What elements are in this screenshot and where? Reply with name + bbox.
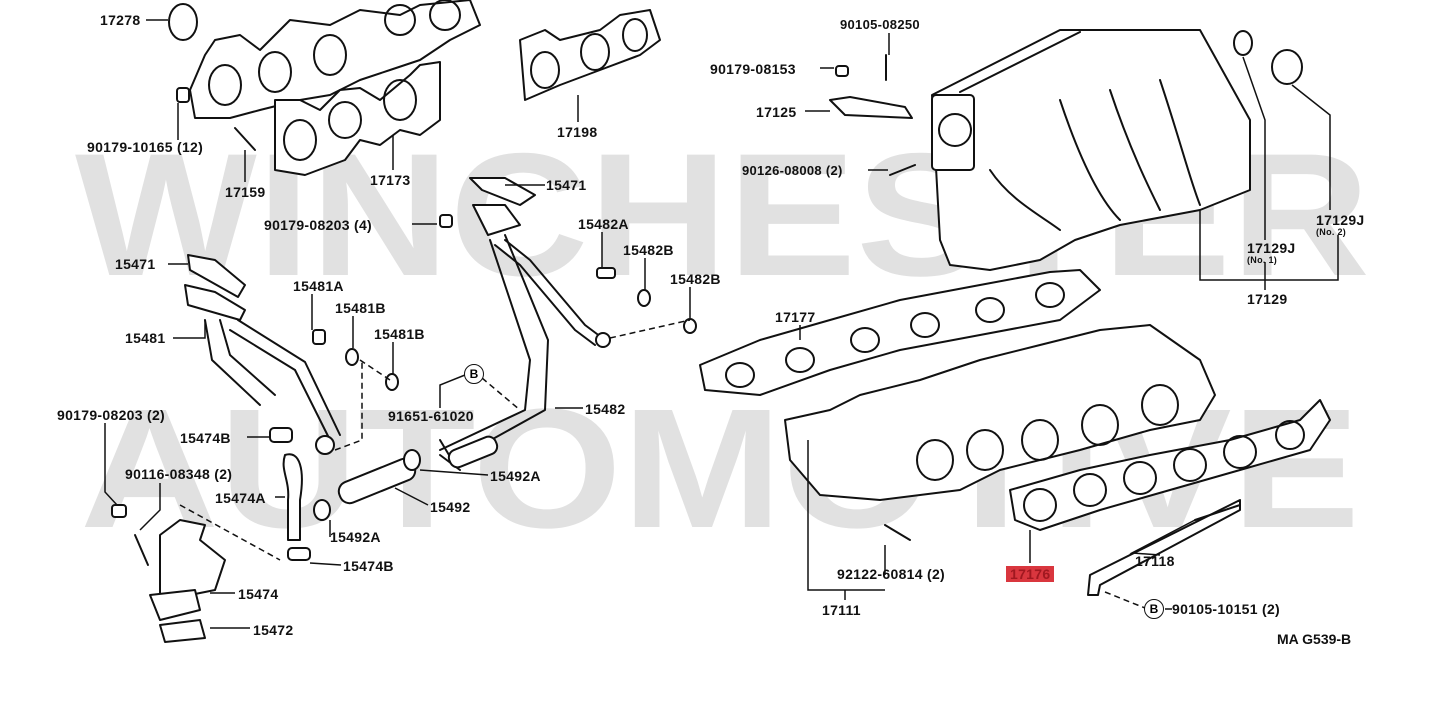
part-label-15482B-1[interactable]: 15482B bbox=[623, 242, 674, 258]
manifold-stay-17118 bbox=[1087, 499, 1241, 609]
exhaust-manifold bbox=[168, 0, 481, 119]
part-label-15474[interactable]: 15474 bbox=[238, 586, 279, 602]
part-label-90126-08008[interactable]: 90126-08008 (2) bbox=[742, 163, 843, 178]
part-label-15472[interactable]: 15472 bbox=[253, 622, 294, 638]
part-number: 17129J bbox=[1247, 240, 1296, 256]
part-label-17118[interactable]: 17118 bbox=[1135, 553, 1175, 569]
part-label-15474A[interactable]: 15474A bbox=[215, 490, 266, 506]
part-label-90105-08250[interactable]: 90105-08250 bbox=[840, 17, 920, 32]
part-label-90105-10151[interactable]: 90105-10151 (2) bbox=[1172, 601, 1281, 617]
intake-manifold-17111 bbox=[784, 324, 1216, 501]
pipe-15481 bbox=[184, 254, 399, 455]
part-label-15481B-1[interactable]: 15481B bbox=[335, 300, 386, 316]
part-label-15492A-1[interactable]: 15492A bbox=[490, 468, 541, 484]
egr-pipe-15482 bbox=[439, 177, 697, 471]
reference-marker-b: B bbox=[1144, 599, 1164, 619]
leader-lines bbox=[104, 19, 1339, 629]
part-label-17177[interactable]: 17177 bbox=[775, 309, 816, 325]
part-label-15482[interactable]: 15482 bbox=[585, 401, 626, 417]
part-label-17173[interactable]: 17173 bbox=[370, 172, 411, 188]
part-label-17129[interactable]: 17129 bbox=[1247, 291, 1288, 307]
intake-plenum bbox=[829, 29, 1303, 271]
part-qualifier: (No. 1) bbox=[1247, 255, 1278, 265]
exhaust-gasket-17173 bbox=[274, 61, 441, 176]
reference-marker-b: B bbox=[464, 364, 484, 384]
part-label-17111[interactable]: 17111 bbox=[822, 602, 861, 618]
part-label-17129J-no1[interactable]: 17129J(No. 1) bbox=[1247, 240, 1296, 265]
part-label-17129J-no2[interactable]: 17129J(No. 2) bbox=[1316, 212, 1365, 237]
intake-gasket-17176 bbox=[1009, 399, 1331, 531]
part-label-91651-61020[interactable]: 91651-61020 bbox=[388, 408, 474, 424]
hoses bbox=[111, 427, 499, 643]
diagram-code: MA G539-B bbox=[1277, 631, 1352, 647]
part-label-15482B-2[interactable]: 15482B bbox=[670, 271, 721, 287]
part-label-15481[interactable]: 15481 bbox=[125, 330, 166, 346]
part-label-15481A[interactable]: 15481A bbox=[293, 278, 344, 294]
exhaust-gasket-17198 bbox=[519, 9, 661, 101]
part-qualifier: (No. 2) bbox=[1316, 227, 1347, 237]
part-label-15492A-2[interactable]: 15492A bbox=[330, 529, 381, 545]
part-label-90179-08153[interactable]: 90179-08153 bbox=[710, 61, 796, 77]
part-label-15471-left[interactable]: 15471 bbox=[115, 256, 156, 272]
part-label-15474B-1[interactable]: 15474B bbox=[180, 430, 231, 446]
part-label-15492[interactable]: 15492 bbox=[430, 499, 471, 515]
part-label-17176-highlighted[interactable]: 17176 bbox=[1006, 566, 1055, 582]
part-label-15471-top[interactable]: 15471 bbox=[546, 177, 587, 193]
part-label-90179-08203-4[interactable]: 90179-08203 (4) bbox=[264, 217, 373, 233]
part-label-90179-10165[interactable]: 90179-10165 (12) bbox=[87, 139, 204, 155]
part-label-90179-08203-2[interactable]: 90179-08203 (2) bbox=[57, 407, 166, 423]
part-label-17125[interactable]: 17125 bbox=[756, 104, 797, 120]
intake-gasket-17177 bbox=[699, 269, 1101, 396]
part-label-17159[interactable]: 17159 bbox=[225, 184, 266, 200]
part-label-15474B-2[interactable]: 15474B bbox=[343, 558, 394, 574]
part-label-15482A[interactable]: 15482A bbox=[578, 216, 629, 232]
part-label-17198[interactable]: 17198 bbox=[557, 124, 598, 140]
part-label-17278[interactable]: 17278 bbox=[100, 12, 141, 28]
part-label-90116-08348[interactable]: 90116-08348 (2) bbox=[125, 466, 233, 482]
part-label-15481B-2[interactable]: 15481B bbox=[374, 326, 425, 342]
part-number: 17129J bbox=[1316, 212, 1365, 228]
part-label-92122-60814[interactable]: 92122-60814 (2) bbox=[837, 566, 946, 582]
